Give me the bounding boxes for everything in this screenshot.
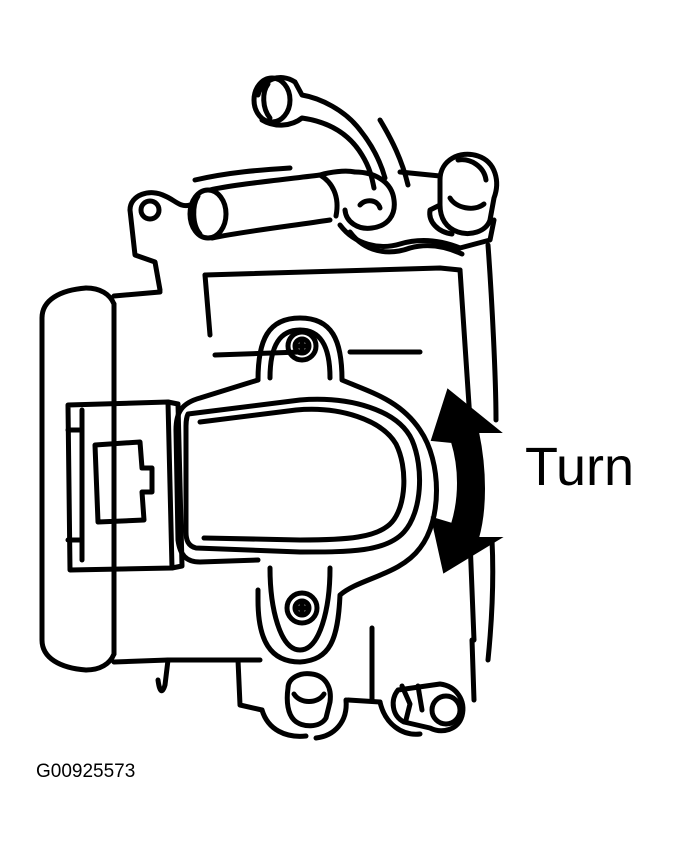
throttle-body-housing — [127, 165, 499, 713]
bottom-screw — [284, 590, 320, 626]
side-hose — [187, 168, 397, 241]
turn-label: Turn — [525, 437, 635, 497]
throttle-position-sensor — [173, 315, 439, 665]
bottom-left-bolt — [259, 671, 349, 741]
bottom-right-bolt — [369, 625, 466, 737]
throttle-bore — [39, 285, 171, 673]
top-screw — [285, 329, 319, 363]
figure-code: G00925573 — [36, 761, 136, 782]
sensor-connector — [65, 399, 185, 573]
turn-arrow-icon — [430, 388, 504, 574]
top-right-bolt — [427, 151, 500, 237]
